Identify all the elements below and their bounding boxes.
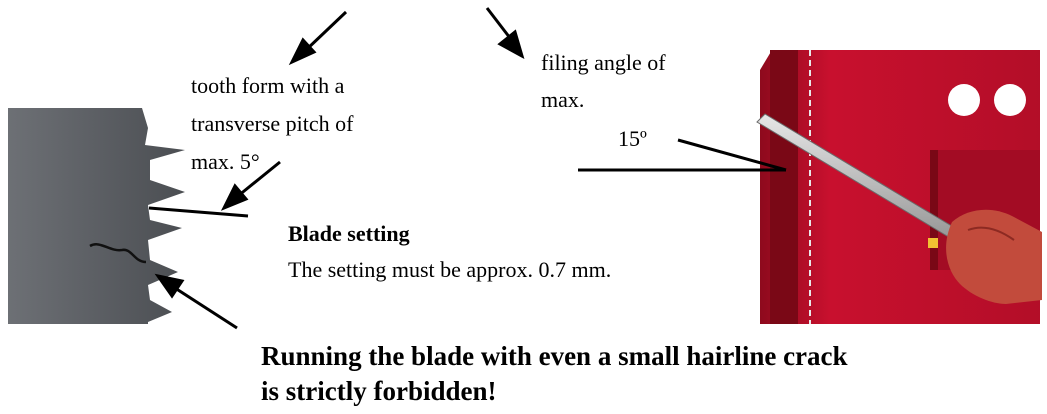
arrow-tooth-form	[304, 10, 348, 52]
hairline-crack	[89, 243, 147, 264]
filing-angle-label-line1: filing angle of	[541, 50, 666, 75]
filing-angle-label-line2: max.	[541, 87, 585, 112]
reference-lines	[148, 138, 787, 218]
tooth-form-label-line3: max. 5°	[191, 149, 260, 174]
pointer-arrows	[154, 7, 525, 330]
tooth-form-label-line2: transverse pitch of	[191, 111, 354, 136]
file-tool-and-hand	[756, 113, 1042, 304]
tooth-form-label-line1: tooth form with a	[191, 73, 345, 98]
arrow-filing-angle	[485, 7, 512, 39]
blade-setting-title: Blade setting	[288, 221, 410, 246]
angle-value-label: 15º	[618, 126, 647, 151]
blade-setting-text: The setting must be approx. 0.7 mm.	[288, 257, 612, 282]
arrow-transverse-pitch	[237, 160, 281, 198]
warning-line2: is strictly forbidden!	[261, 376, 497, 406]
warning-line1: Running the blade with even a small hair…	[261, 341, 848, 371]
arrow-hairline-crack	[174, 286, 238, 330]
saw-blade-image	[8, 108, 185, 324]
